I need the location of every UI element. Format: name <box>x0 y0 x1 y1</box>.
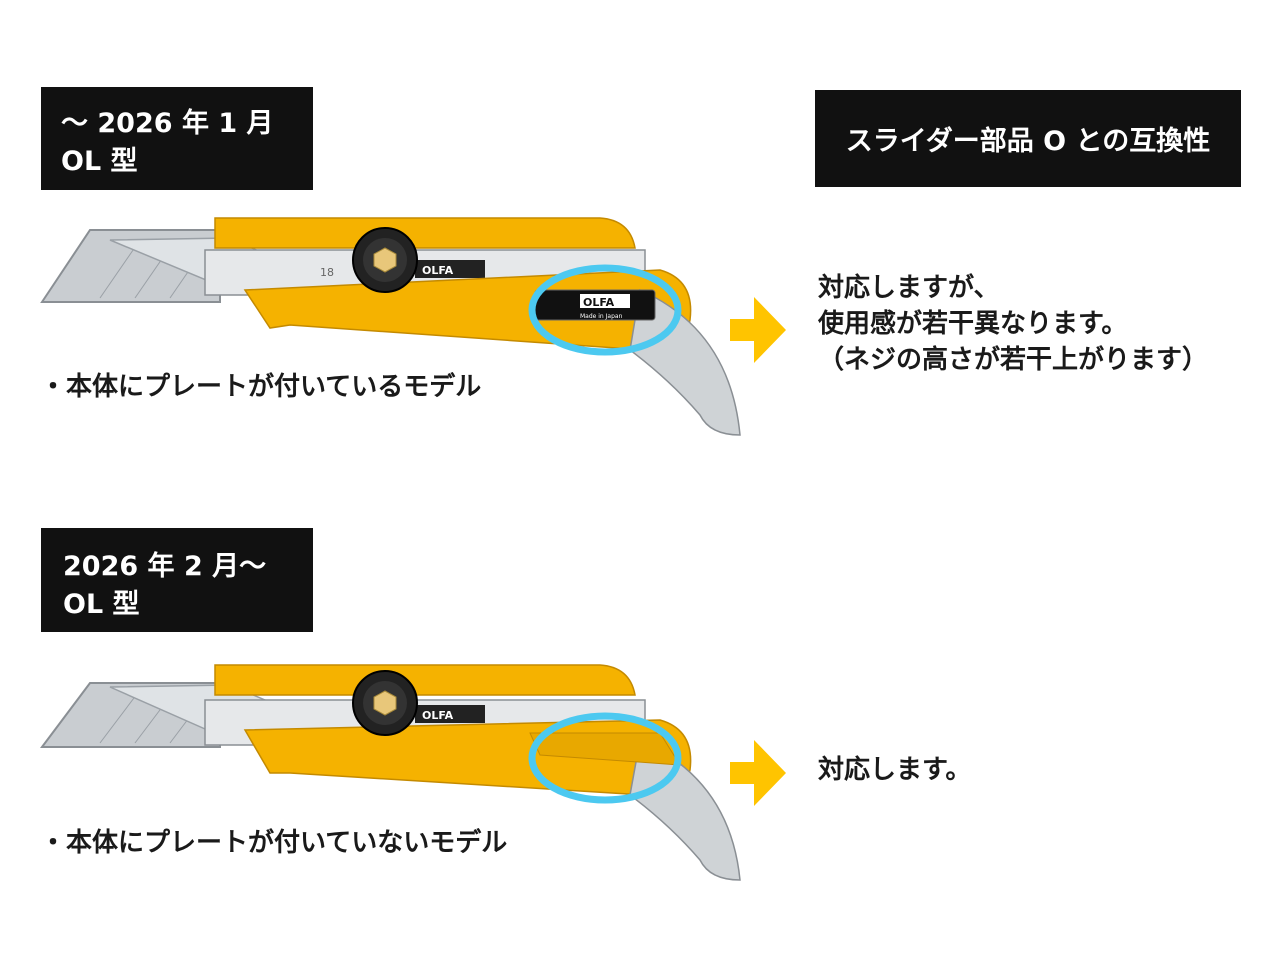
new-model-type: OL 型 <box>63 589 140 620</box>
compat-header-text: スライダー部品 O との互換性 <box>845 126 1211 157</box>
old-model-knife-image: 18 OLFA OLFA Made in Japan <box>40 217 741 436</box>
answer-line: 使用感が若干異なります。 <box>818 309 1128 339</box>
old-model-type: OL 型 <box>61 146 138 177</box>
new-model-caption: ・本体にプレートが付いていないモデル <box>40 828 508 858</box>
compat-header: スライダー部品 O との互換性 <box>815 90 1241 187</box>
plate-brand-text: OLFA <box>583 296 615 309</box>
arrow-right-icon <box>730 297 786 363</box>
old-model-answer: 対応しますが、 使用感が若干異なります。 （ネジの高さが若干上がります） <box>818 270 1208 378</box>
arrow-right-icon <box>730 740 786 806</box>
track-brand-text: OLFA <box>422 264 454 277</box>
answer-line: 対応しますが、 <box>818 273 1000 303</box>
plate-origin-text: Made in Japan <box>580 313 623 320</box>
old-model-date: ～ 2026 年 1 月 <box>61 108 274 139</box>
new-model-answer: 対応します。 <box>818 755 972 785</box>
old-model-caption: ・本体にプレートが付いているモデル <box>40 372 482 402</box>
highlight-circle <box>528 264 682 356</box>
new-model-date: 2026 年 2 月～ <box>63 551 267 582</box>
new-model-label: 2026 年 2 月～ OL 型 <box>41 528 313 632</box>
answer-line: （ネジの高さが若干上がります） <box>818 345 1209 375</box>
highlight-circle <box>528 712 682 804</box>
track-brand-text: OLFA <box>422 709 454 722</box>
old-model-label: ～ 2026 年 1 月 OL 型 <box>41 87 313 190</box>
blade-mark-text: 18 <box>320 266 334 279</box>
new-model-knife-image: OLFA <box>40 664 741 881</box>
